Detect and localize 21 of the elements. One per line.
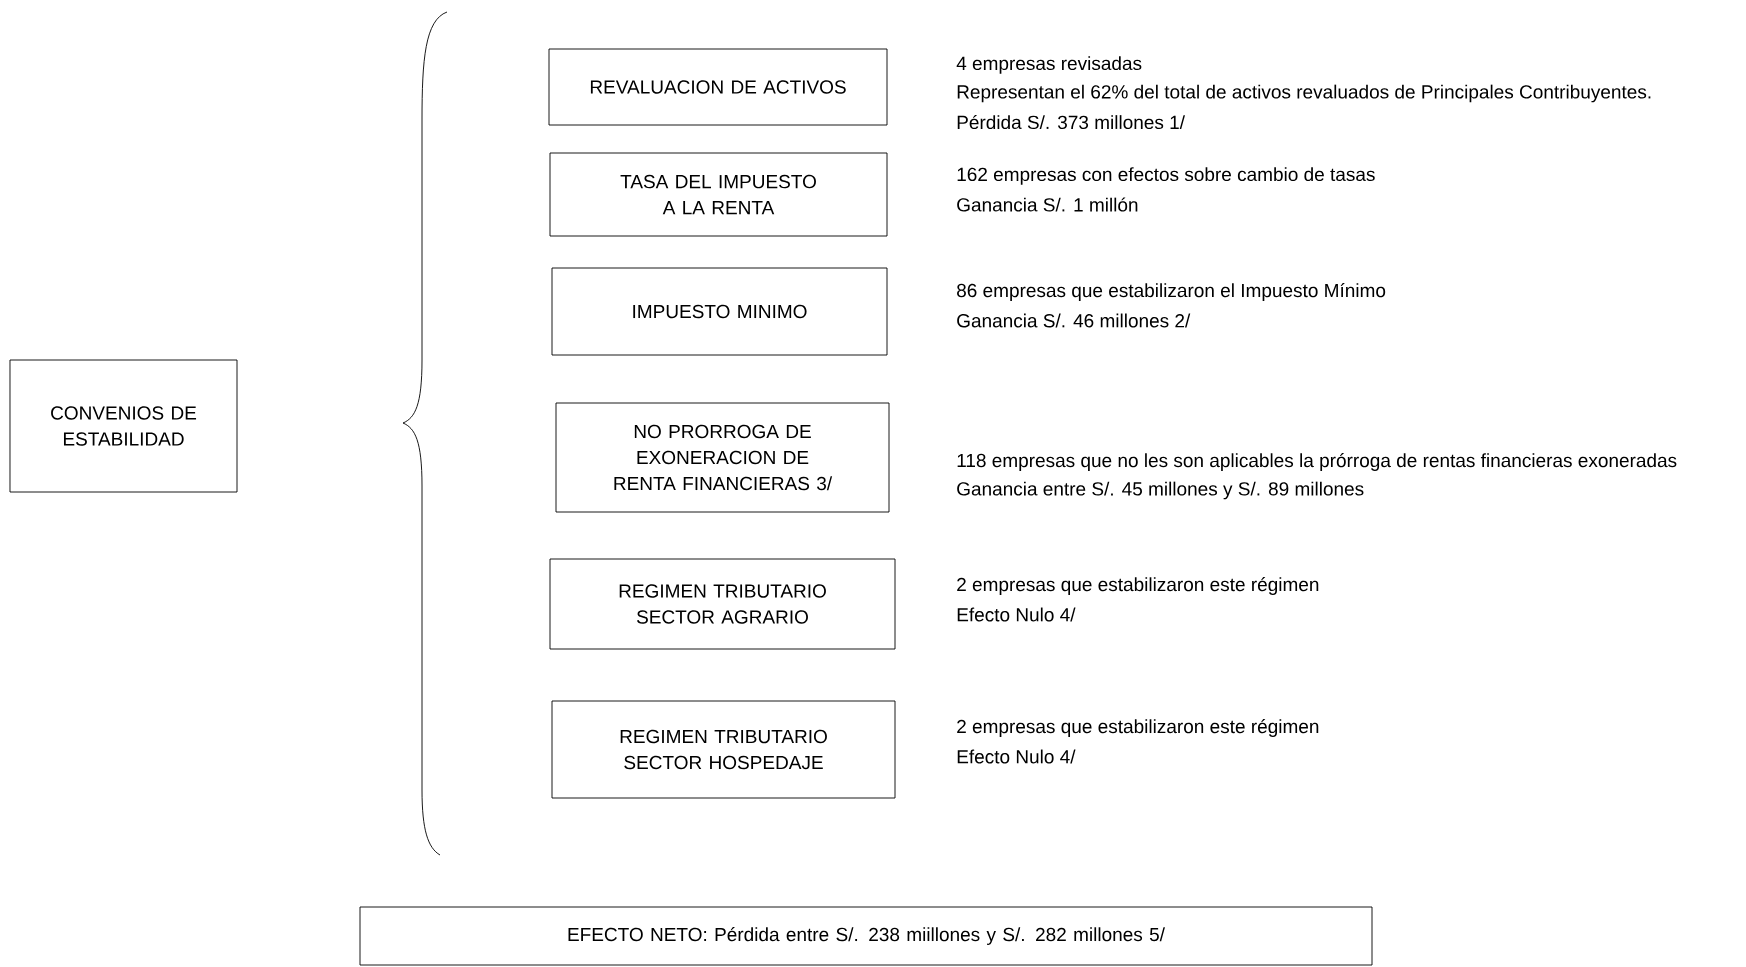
text: Efecto Nulo 4/ [957, 607, 1076, 622]
box: IMPUESTO MINIMO [551, 267, 888, 356]
text: Ganancia S/. 46 millones 2/ [957, 313, 1191, 328]
text: Efecto Nulo 4/ [957, 749, 1076, 764]
text: Pérdida S/. 373 millones 1/ [957, 114, 1185, 130]
text: 2 empresas que estabilizaron este régimen [957, 577, 1319, 595]
box: REGIMEN TRIBUTARIO SECTOR HOSPEDAJE [551, 700, 896, 799]
box: NO PRORROGA DE EXONERACION DE RENTA FINANCIERAS 3/ [555, 402, 890, 513]
box: REVALUACION DE ACTIVOS [548, 48, 888, 126]
text: 86 empresas que estabilizaron el Impuesto Mínimo [957, 283, 1386, 301]
text: Ganancia entre S/. 45 millones y S/. 89 millones [957, 481, 1364, 500]
text: 162 empresas con efectos sobre cambio de tasas [957, 167, 1375, 185]
box: REGIMEN TRIBUTARIO SECTOR AGRARIO [549, 558, 896, 650]
box: CONVENIOS DE ESTABILIDAD [9, 359, 238, 493]
text: 2 empresas que estabilizaron este régimen [957, 719, 1319, 737]
text: 118 empresas que no les son aplicables la prórroga de rentas financieras exoneradas [957, 453, 1677, 471]
text: Ganancia S/. 1 millón [957, 197, 1138, 212]
text: 4 empresas revisadas [956, 56, 1142, 74]
text: Representan el 62% del total de activos revaluados de Principales Contribuyentes. [957, 84, 1651, 103]
box: TASA DEL IMPUESTO A LA RENTA [549, 152, 888, 237]
box: EFECTO NETO: Pérdida entre S/. 238 miillones y S/. 282 millones 5/ [359, 906, 1373, 966]
